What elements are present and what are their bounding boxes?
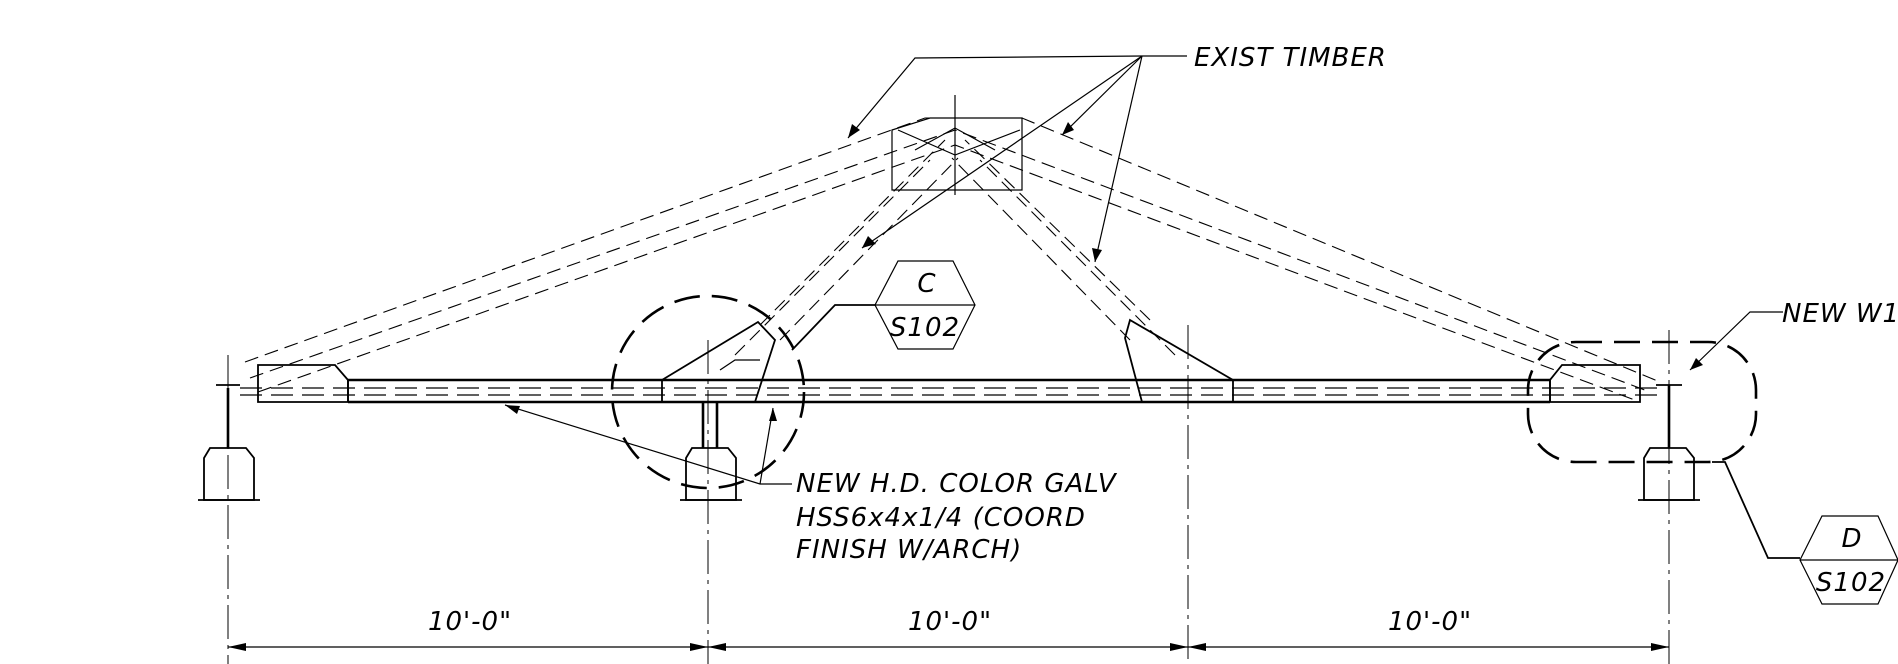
note-hss-line-1: NEW H.D. COLOR GALV — [796, 469, 1118, 499]
grid-centerlines — [227, 325, 1670, 664]
note-hss-line-2: HSS6x4x1/4 (COORD — [796, 503, 1086, 533]
note-hss-line-3: FINISH W/ARCH) — [796, 535, 1022, 565]
note-new-w: NEW W1( — [1782, 299, 1898, 329]
detail-tag-c[interactable]: C S102 — [874, 260, 976, 350]
dimension-span-1: 10'-0" — [428, 607, 512, 637]
detail-c-boundary — [610, 294, 806, 490]
detail-d-sheet: S102 — [1816, 568, 1886, 598]
leader-lines — [504, 55, 1800, 559]
dimension-span-2: 10'-0" — [908, 607, 992, 637]
note-exist-timber: EXIST TIMBER — [1194, 43, 1387, 73]
dimension-span-3: 10'-0" — [1388, 607, 1472, 637]
post-2 — [680, 402, 742, 501]
right-gusset-plate — [1124, 318, 1234, 403]
detail-d-letter: D — [1841, 524, 1862, 554]
post-1 — [198, 384, 260, 501]
existing-timber-truss — [244, 95, 1661, 403]
detail-tag-d[interactable]: D S102 — [1799, 515, 1898, 605]
detail-c-letter: C — [917, 269, 936, 299]
new-hss-bottom-chord — [240, 378, 1660, 404]
dimension-lines — [228, 643, 1669, 651]
detail-c-sheet: S102 — [890, 313, 960, 343]
right-end-block — [1549, 364, 1641, 403]
left-end-block — [257, 364, 349, 403]
left-gusset-plate — [661, 320, 777, 403]
